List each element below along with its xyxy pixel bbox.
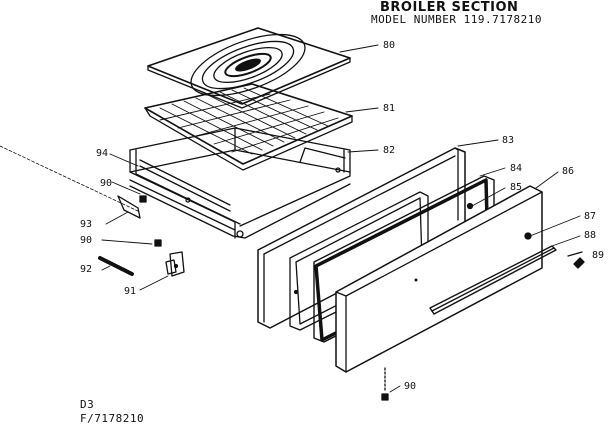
door-handle-part xyxy=(429,245,557,315)
callout-89: 89 xyxy=(592,250,604,261)
callout-94: 94 xyxy=(96,148,108,159)
callout-88: 88 xyxy=(584,230,596,241)
callout-90-c: 90 xyxy=(404,381,416,392)
callout-80: 80 xyxy=(383,40,395,51)
callout-81: 81 xyxy=(383,103,395,114)
broiler-pan-insert-part xyxy=(147,27,351,109)
broiler-pan-part xyxy=(144,83,353,171)
callout-84: 84 xyxy=(510,163,522,174)
callout-92: 92 xyxy=(80,264,92,275)
callout-86: 86 xyxy=(562,166,574,177)
drawer-slide-hardware xyxy=(0,145,389,401)
callout-87: 87 xyxy=(584,211,596,222)
front-door-panel-part xyxy=(335,185,543,373)
callout-90-b: 90 xyxy=(80,235,92,246)
broiler-drawer-frame-part xyxy=(129,127,351,239)
callout-83: 83 xyxy=(502,135,514,146)
callout-90-a: 90 xyxy=(100,178,112,189)
footer-code: D3 xyxy=(80,398,95,411)
leader-lines xyxy=(101,44,581,393)
callout-82: 82 xyxy=(383,145,395,156)
footer-part-ref: F/7178210 xyxy=(80,412,145,425)
callout-85: 85 xyxy=(510,182,522,193)
callout-91: 91 xyxy=(124,286,136,297)
callout-93: 93 xyxy=(80,219,92,230)
diagram-title: BROILER SECTION xyxy=(380,0,519,15)
screw-part xyxy=(567,251,585,269)
model-number: MODEL NUMBER 119.7178210 xyxy=(371,13,542,26)
